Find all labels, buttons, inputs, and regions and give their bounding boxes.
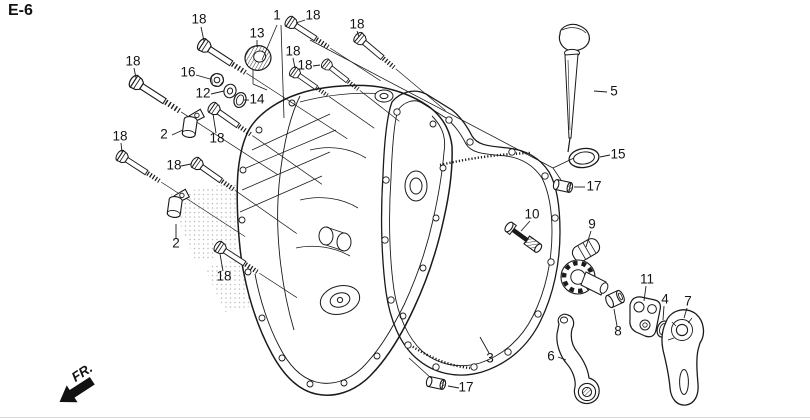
leader-line (447, 385, 460, 389)
cover-gasket (380, 90, 561, 376)
callout-9: 9 (588, 217, 596, 232)
leader-line (613, 308, 618, 327)
sealing-bolt-10 (504, 221, 543, 253)
o-ring-15 (568, 147, 600, 169)
leader-line (280, 24, 285, 119)
leader-line (643, 285, 647, 302)
callout-7: 7 (684, 294, 692, 309)
callout-18: 18 (285, 44, 300, 59)
callout-15: 15 (610, 147, 625, 162)
nut-16 (209, 72, 225, 88)
callout-13: 13 (249, 26, 264, 41)
leader-line (133, 67, 137, 79)
callout-2: 2 (160, 127, 168, 142)
leader-line (552, 157, 575, 169)
leader-line (408, 357, 432, 379)
fr-arrow-icon (59, 376, 95, 403)
cover-bosses (318, 89, 428, 315)
page-bottom-border (0, 417, 810, 418)
dowel-pin-17-lower (425, 375, 447, 391)
callout-18: 18 (216, 269, 231, 284)
leader-line (261, 24, 278, 61)
leader-line (662, 305, 665, 321)
leader-line (599, 154, 611, 158)
callout-17: 17 (586, 179, 601, 194)
o-ring-14 (233, 91, 247, 109)
leader-line (120, 142, 123, 153)
oil-dipstick-5 (558, 23, 590, 153)
callout-10: 10 (524, 207, 539, 222)
callout-16: 16 (180, 65, 195, 80)
bushing-8 (605, 289, 625, 309)
callout-2: 2 (172, 236, 180, 251)
leader-line (292, 57, 296, 69)
callout-4: 4 (661, 292, 669, 307)
leader-line (309, 39, 554, 169)
callout-6: 6 (547, 349, 555, 364)
leader-line (180, 163, 192, 167)
callout-18: 18 (305, 8, 320, 23)
arm-6 (556, 313, 600, 405)
diagram-code-label: E-6 (8, 2, 33, 19)
callout-18: 18 (166, 158, 181, 173)
callout-18: 18 (349, 17, 364, 32)
leader-line (683, 307, 688, 319)
leader-line (171, 129, 184, 136)
leader-line (200, 26, 205, 42)
joint-plate-11 (629, 296, 662, 338)
leader-line (219, 253, 224, 272)
callout-18: 18 (297, 58, 312, 73)
washer-12 (223, 83, 237, 99)
callout-12: 12 (195, 86, 210, 101)
leader-line (557, 356, 567, 361)
callout-8: 8 (614, 324, 622, 339)
leader-line (520, 220, 531, 232)
lever-7 (661, 309, 705, 406)
callout-14: 14 (249, 92, 265, 107)
leader-line (585, 230, 592, 248)
rotor-assembly-9 (560, 238, 609, 296)
oil-filler-cap-13 (244, 45, 272, 71)
clamp-2-upper (181, 106, 206, 140)
callout-3: 3 (486, 351, 494, 366)
callout-5: 5 (610, 84, 618, 99)
callout-17: 17 (458, 380, 473, 395)
callout-18: 18 (191, 12, 206, 27)
leader-line (212, 113, 217, 134)
callout-18: 18 (209, 131, 224, 146)
leader-line (210, 90, 225, 95)
leader-line (295, 19, 306, 24)
callout-18: 18 (125, 54, 140, 69)
leader-line (356, 30, 360, 38)
leader-line (312, 64, 321, 67)
callout-11: 11 (640, 272, 654, 287)
leader-line (593, 90, 608, 93)
callout-1: 1 (273, 8, 281, 23)
leader-line (552, 167, 562, 181)
leader-line (252, 83, 268, 91)
front-direction-indicator: FR. (59, 360, 95, 403)
leader-line (479, 336, 490, 354)
callout-18: 18 (112, 129, 127, 144)
leader-line (195, 74, 211, 80)
